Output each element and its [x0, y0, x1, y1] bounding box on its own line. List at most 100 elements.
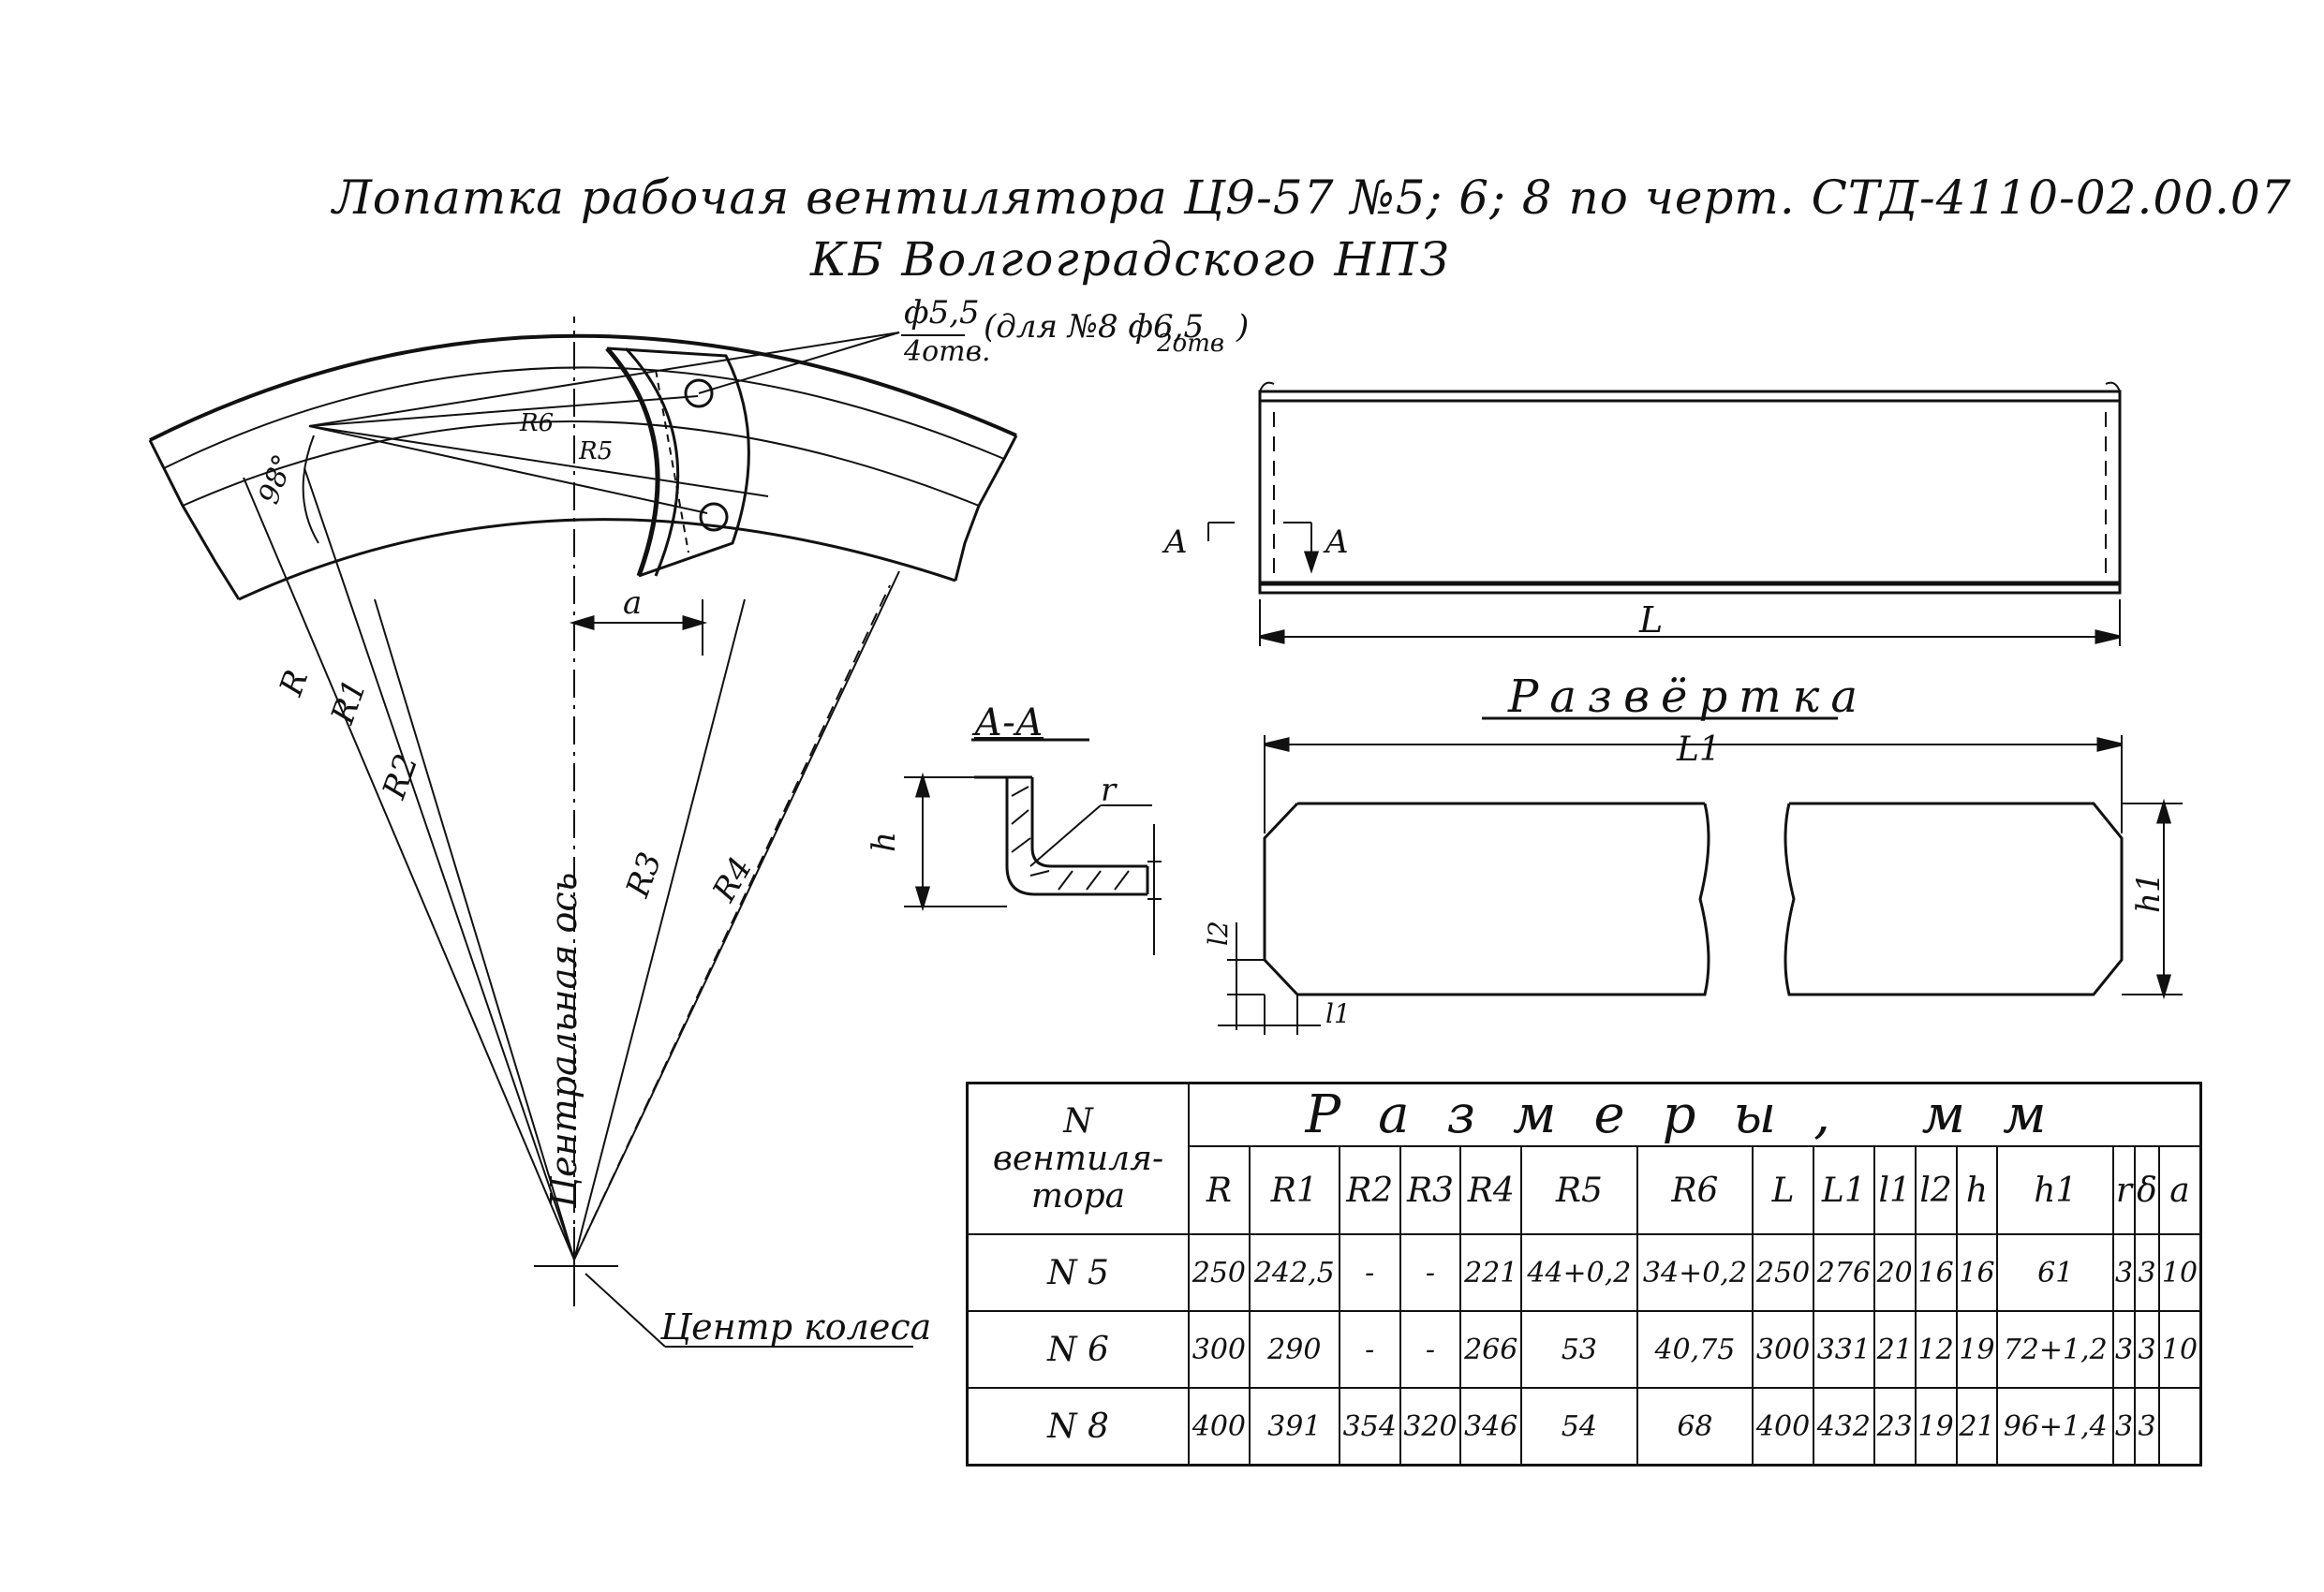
table-cell: 16: [1955, 1233, 1999, 1312]
table-cell: 44+0,2: [1520, 1233, 1638, 1312]
radius-r1-label: R1: [324, 674, 375, 730]
table-cell: 242,5: [1248, 1233, 1340, 1312]
table-cell: 300: [1752, 1310, 1814, 1389]
table-cell: 34+0,2: [1636, 1233, 1754, 1312]
sizes-header: Размеры, мм: [1188, 1082, 2202, 1147]
col-header: l1: [1873, 1145, 1917, 1235]
table-cell: [2157, 1387, 2202, 1467]
length-l-label: L: [1638, 599, 1663, 641]
table-cell: 40,75: [1636, 1310, 1754, 1389]
table-cell: 400: [1752, 1387, 1814, 1467]
table-cell: 61: [1996, 1233, 2114, 1312]
section-h-label: h: [866, 832, 903, 852]
col-header: R6: [1636, 1145, 1754, 1235]
hole-callout-alt-close: ): [1236, 308, 1249, 346]
table-cell: 20: [1873, 1233, 1917, 1312]
section-marker-right: A: [1323, 523, 1349, 561]
table-cell: 300: [1188, 1310, 1251, 1389]
wheel-center-label: Центр колеса: [659, 1306, 931, 1348]
col-header: L1: [1812, 1145, 1875, 1235]
col-header: R5: [1520, 1145, 1638, 1235]
drawing-subtitle: КБ Волгоградского НПЗ: [810, 232, 1451, 287]
table-cell: 266: [1459, 1310, 1523, 1389]
development-h1-label: h1: [2130, 872, 2168, 913]
table-cell: 19: [1955, 1310, 1999, 1389]
table-cell: 53: [1520, 1310, 1638, 1389]
table-cell: 96+1,4: [1996, 1387, 2114, 1467]
table-cell: 10: [2157, 1233, 2202, 1312]
hole-callout-main: ф5,5: [904, 294, 980, 332]
development-l1-length-label: L1: [1676, 730, 1721, 769]
hole-callout-alt: (для №8 ф6,5: [984, 308, 1204, 346]
table-cell: -: [1338, 1310, 1401, 1389]
fan-number-cell: N 5: [966, 1233, 1190, 1312]
col-header: R: [1188, 1145, 1251, 1235]
dim-a-label: a: [623, 584, 642, 622]
section-marker-left: A: [1162, 523, 1188, 561]
fan-number-header: N вентиля- тора: [966, 1082, 1190, 1235]
table-cell: 21: [1873, 1310, 1917, 1389]
table-row: N 6 300 290 - - 266 53 40,75 300 331 21 …: [966, 1310, 2202, 1389]
table-cell: 250: [1188, 1233, 1251, 1312]
section-r-label: r: [1101, 772, 1118, 809]
table-row: N 8 400 391 354 320 346 54 68 400 432 23…: [966, 1387, 2202, 1467]
table-cell: 3: [2111, 1233, 2137, 1312]
col-header: l2: [1914, 1145, 1958, 1235]
fan-number-cell: N 8: [966, 1387, 1190, 1467]
table-cell: -: [1399, 1310, 1462, 1389]
table-cell: 432: [1812, 1387, 1875, 1467]
radius-r2-label: R2: [376, 749, 426, 804]
radius-r3-label: R3: [619, 848, 670, 903]
table-cell: 72+1,2: [1996, 1310, 2114, 1389]
table-cell: 21: [1955, 1387, 1999, 1467]
table-cell: 221: [1459, 1233, 1523, 1312]
col-header: h: [1955, 1145, 1999, 1235]
table-cell: 3: [2134, 1387, 2160, 1467]
section-title: А-А: [971, 701, 1044, 744]
col-header: h1: [1996, 1145, 2114, 1235]
col-header: L: [1752, 1145, 1814, 1235]
blade-arc-view: [148, 317, 1018, 1348]
radius-r-label: R: [273, 665, 317, 701]
table-cell: 320: [1399, 1387, 1462, 1467]
development-view: [1218, 716, 2183, 1035]
center-axis-label: Центральная ось: [543, 873, 585, 1209]
radius-r6-label: R6: [519, 409, 554, 437]
section-a-a: [904, 738, 1162, 955]
table-cell: 3: [2134, 1310, 2160, 1389]
fan-number-cell: N 6: [966, 1310, 1190, 1389]
table-cell: 290: [1248, 1310, 1340, 1389]
table-cell: 3: [2111, 1387, 2137, 1467]
table-cell: 23: [1873, 1387, 1917, 1467]
col-header: δ: [2134, 1145, 2160, 1235]
hole-callout-main-count: 4отв.: [903, 335, 991, 368]
table-cell: 354: [1338, 1387, 1401, 1467]
table-cell: 3: [2111, 1310, 2137, 1389]
drawing-title: Лопатка рабочая вентилятора Ц9-57 №5; 6;…: [333, 170, 2292, 225]
table-cell: 400: [1188, 1387, 1251, 1467]
col-header: r: [2111, 1145, 2137, 1235]
table-cell: 68: [1636, 1387, 1754, 1467]
table-cell: 54: [1520, 1387, 1638, 1467]
table-row: N 5 250 242,5 - - 221 44+0,2 34+0,2 250 …: [966, 1233, 2202, 1312]
fan-number-header-line3: тора: [1030, 1176, 1126, 1216]
fan-number-header-line2: вентиля-: [992, 1139, 1164, 1178]
table-cell: 250: [1752, 1233, 1814, 1312]
hole-callout-alt-count: 2отв: [1156, 330, 1224, 358]
radius-r4-label: R4: [705, 851, 761, 909]
col-header: a: [2157, 1145, 2202, 1235]
table-cell: 3: [2134, 1233, 2160, 1312]
table-cell: 276: [1812, 1233, 1875, 1312]
col-header: R2: [1338, 1145, 1401, 1235]
development-title: Развёртка: [1507, 671, 1869, 723]
angle-label: 98°: [253, 450, 301, 509]
table-cell: 19: [1914, 1387, 1958, 1467]
table-cell: -: [1399, 1233, 1462, 1312]
table-cell: 12: [1914, 1310, 1958, 1389]
table-cell: 331: [1812, 1310, 1875, 1389]
blade-front-view: [1207, 381, 2122, 646]
development-l2-label: l2: [1203, 921, 1234, 946]
table-cell: -: [1338, 1233, 1401, 1312]
table-cell: 16: [1914, 1233, 1958, 1312]
